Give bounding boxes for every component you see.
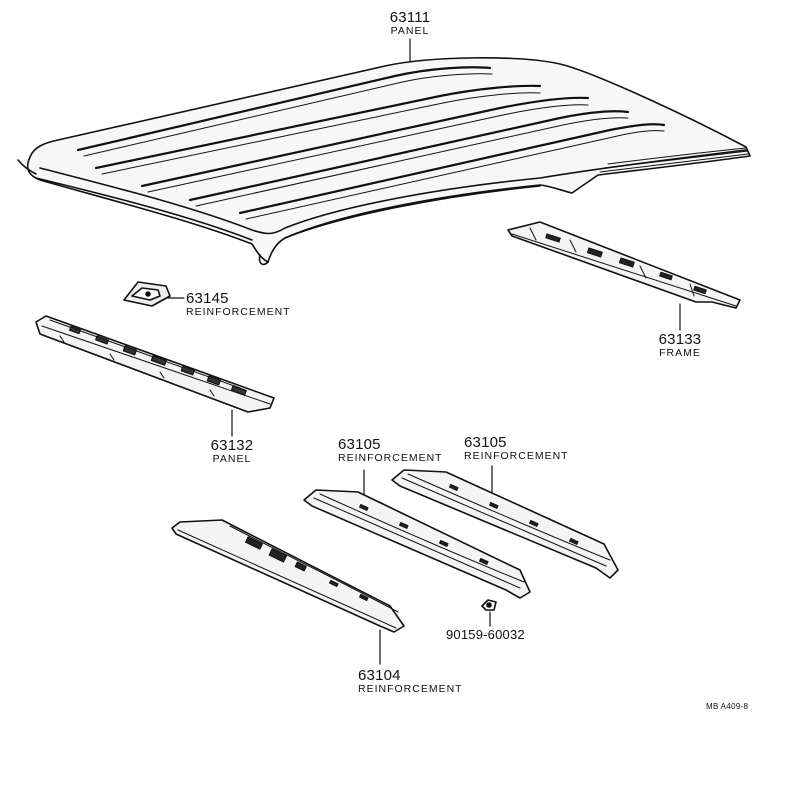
- part-number: 63105: [338, 436, 381, 453]
- callout-clip: 90159-60032: [446, 628, 525, 641]
- part-number: 63104: [358, 667, 401, 684]
- rear-frame-drawing: [507, 221, 741, 309]
- small-reinforcement-drawing: [123, 281, 171, 307]
- part-name: REINFORCEMENT: [358, 683, 463, 695]
- callout-front-bow: 63104 REINFORCEMENT: [358, 668, 463, 695]
- diagram-code: MB A409-8: [706, 702, 749, 711]
- front-roof-bow-drawing: [171, 519, 405, 633]
- part-name: REINFORCEMENT: [464, 450, 569, 462]
- callout-small-reinforcement: 63145 REINFORCEMENT: [186, 291, 291, 318]
- part-name: PANEL: [212, 453, 252, 465]
- front-header-panel-drawing: [35, 315, 275, 413]
- part-number: 63145: [186, 290, 229, 307]
- roof-panel-drawing: [17, 57, 751, 266]
- callout-rear-frame: 63133 FRAME: [650, 332, 710, 359]
- callout-front-header-panel: 63132 PANEL: [202, 438, 262, 465]
- part-number: 63133: [658, 331, 702, 348]
- rear-roof-bow-drawing: [391, 469, 619, 579]
- middle-roof-bow-drawing: [303, 489, 531, 599]
- part-name: REINFORCEMENT: [186, 306, 291, 318]
- part-name: FRAME: [659, 347, 701, 359]
- part-number: 63111: [389, 9, 431, 26]
- part-number: 90159-60032: [446, 627, 525, 642]
- callout-rear-bow: 63105 REINFORCEMENT: [464, 435, 569, 462]
- part-name: PANEL: [390, 25, 430, 37]
- callout-middle-bow: 63105 REINFORCEMENT: [338, 437, 443, 464]
- part-number: 63105: [464, 434, 507, 451]
- part-number: 63132: [210, 437, 254, 454]
- clip-drawing: [481, 599, 497, 611]
- part-name: REINFORCEMENT: [338, 452, 443, 464]
- callout-roof-panel: 63111 PANEL: [380, 10, 440, 37]
